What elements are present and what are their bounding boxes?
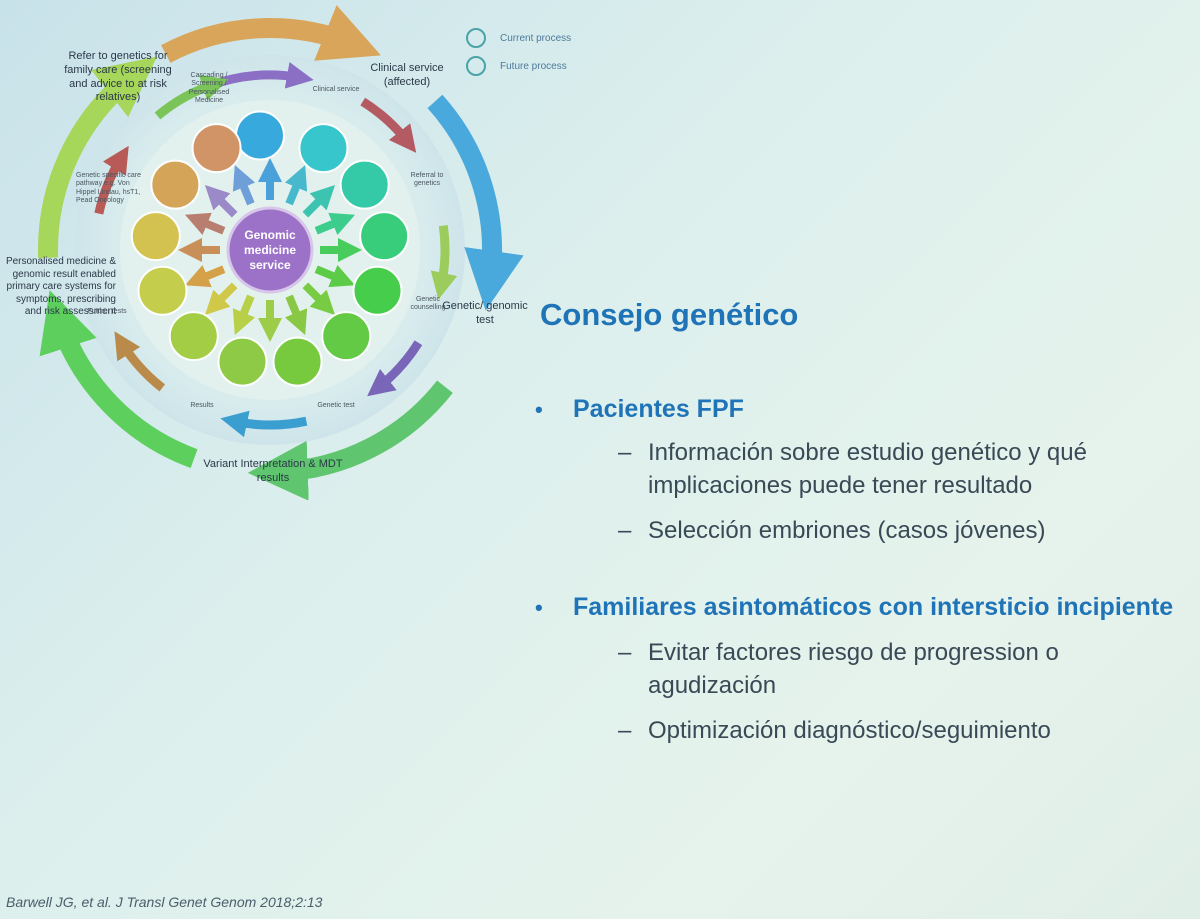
spoke-arrows — [178, 158, 362, 342]
refer-genetics-label: Refer to genetics for family care (scree… — [64, 50, 172, 104]
process-node — [150, 159, 201, 210]
inner-arrow — [430, 225, 458, 300]
inner-arrow — [367, 340, 423, 397]
outer-process-arrows — [38, 5, 524, 500]
spoke-arrow — [284, 294, 308, 335]
inner-arrow — [360, 97, 417, 153]
future-process-icon — [466, 56, 486, 76]
clinical-service-outer-label: Clinical service (affected) — [370, 62, 444, 88]
variant-interpretation-label: Variant Interpretation & MDT results — [203, 458, 343, 484]
clinical-service-inner-label: Clinical service — [312, 86, 360, 93]
legend-future-label: Future process — [500, 60, 567, 72]
personalised-medicine-label: Personalised medicine & genomic result e… — [5, 256, 116, 317]
legend-current-label: Current process — [500, 32, 572, 44]
process-node — [359, 211, 410, 262]
bullet-pacientes: Pacientes FPF –Información sobre estudio… — [535, 393, 1175, 547]
slide-title: Consejo genético — [540, 297, 799, 332]
bullet-label: Pacientes FPF — [573, 395, 744, 423]
specific-pathway-label: Genetic specific care pathway e.g. Von H… — [76, 172, 141, 205]
cascading-label: Cascading / Screening / Personalised Med… — [188, 72, 230, 105]
genetic-counselling-label: Genetic counselling — [410, 296, 446, 312]
inner-arrow — [94, 145, 129, 215]
spoke-arrow — [284, 165, 308, 206]
spoke-arrow — [302, 184, 336, 218]
spoke-arrow — [204, 184, 238, 218]
process-node — [137, 265, 188, 316]
outer-arrow — [247, 380, 453, 500]
outer-arrow — [39, 290, 198, 469]
sub-list: –Información sobre estudio genético y qu… — [573, 436, 1175, 547]
genetic-test-inner-label: Genetic test — [317, 402, 355, 409]
process-node — [272, 336, 323, 387]
sub-bullet-text: Evitar factores riesgo de progression o … — [648, 639, 1059, 699]
spoke-arrow — [232, 294, 256, 335]
genetic-test-outer-label: Genetic/ genomic test — [442, 300, 528, 326]
outer-arrow — [161, 5, 381, 63]
inner-arrow — [114, 331, 166, 392]
process-node — [321, 311, 372, 362]
current-process-icon — [466, 28, 486, 48]
spoke-arrow — [302, 282, 336, 316]
sub-bullet: –Evitar factores riesgo de progression o… — [618, 639, 1059, 699]
process-node — [217, 336, 268, 387]
center-circle — [226, 206, 314, 294]
sub-bullet: –Selección embriones (casos jóvenes) — [618, 517, 1046, 544]
spoke-arrow — [185, 264, 226, 288]
legend-current-process: Current process — [466, 28, 571, 48]
bullet-list: Pacientes FPF –Información sobre estudio… — [535, 393, 1175, 747]
further-tests-label: Further tests — [87, 308, 127, 315]
inner-process-arrows — [94, 62, 458, 438]
referral-label: Referral to genetics — [410, 172, 444, 188]
legend-future-process: Future process — [466, 56, 567, 76]
bullet-label: Familiares asintomáticos con intersticio… — [573, 593, 1174, 621]
sub-bullet-text: Selección embriones (casos jóvenes) — [648, 517, 1046, 544]
process-node — [130, 211, 181, 262]
outer-arrow — [38, 56, 157, 259]
genomic-medicine-diagram — [38, 5, 524, 500]
process-node — [339, 159, 390, 210]
sub-bullet-text: Información sobre estudio genético y qué… — [648, 439, 1087, 499]
sub-list: –Evitar factores riesgo de progression o… — [573, 636, 1175, 747]
process-node — [352, 265, 403, 316]
process-node — [168, 311, 219, 362]
sub-bullet: –Información sobre estudio genético y qu… — [618, 439, 1087, 499]
bullet-familiares: Familiares asintomáticos con intersticio… — [535, 591, 1175, 747]
sub-bullet: –Optimización diagnóstico/seguimiento — [618, 717, 1051, 744]
sub-bullet-text: Optimización diagnóstico/seguimiento — [648, 717, 1051, 744]
spoke-arrow — [314, 264, 355, 288]
spoke-arrow — [232, 165, 256, 206]
outer-arrow — [427, 94, 524, 311]
process-node — [298, 123, 349, 174]
process-node — [234, 110, 285, 161]
inner-arrow — [220, 410, 308, 438]
citation: Barwell JG, et al. J Transl Genet Genom … — [6, 894, 323, 910]
process-nodes — [130, 110, 410, 387]
results-label: Results — [190, 402, 214, 409]
spoke-arrow — [185, 212, 226, 236]
spoke-arrow — [314, 212, 355, 236]
center-label: Genomic medicine service — [243, 228, 297, 272]
inner-arrow — [154, 74, 229, 120]
spoke-arrow — [204, 282, 238, 316]
process-node — [191, 123, 242, 174]
